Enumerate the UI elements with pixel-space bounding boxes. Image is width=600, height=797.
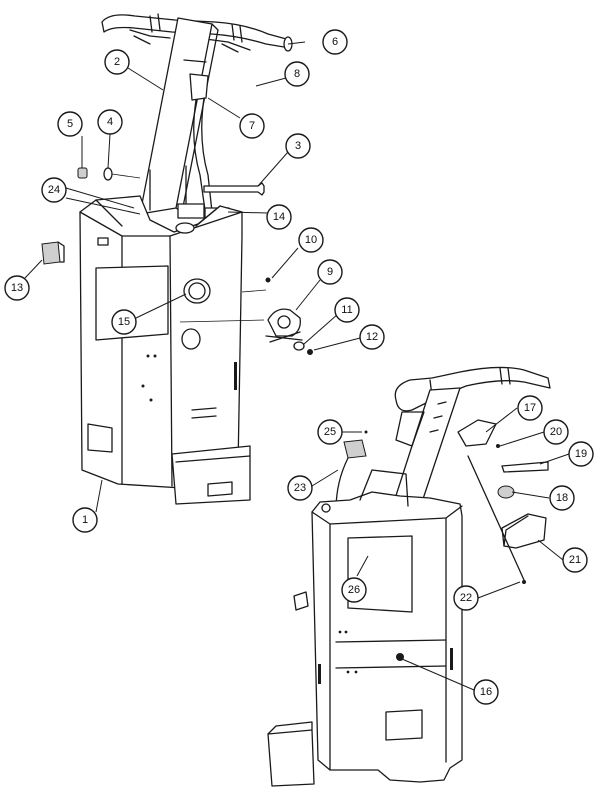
callout-19: 19 <box>568 441 594 467</box>
callout-15: 15 <box>111 309 137 335</box>
callout-17-label: 17 <box>524 402 536 414</box>
callout-18-label: 18 <box>556 492 568 504</box>
callout-10: 10 <box>298 227 324 253</box>
callout-13-label: 13 <box>11 282 23 294</box>
callout-18: 18 <box>549 485 575 511</box>
callout-12-label: 12 <box>366 331 378 343</box>
callout-10-label: 10 <box>305 234 317 246</box>
callout-26-label: 26 <box>348 584 360 596</box>
callout-24: 24 <box>41 177 67 203</box>
callout-1: 1 <box>72 507 98 533</box>
callout-25-label: 25 <box>324 426 336 438</box>
callout-9-label: 9 <box>327 266 333 278</box>
callout-14: 14 <box>266 204 292 230</box>
callout-14-label: 14 <box>273 211 285 223</box>
callout-5-label: 5 <box>67 118 73 130</box>
callout-16: 16 <box>473 679 499 705</box>
washer <box>103 167 113 181</box>
upright-arm <box>139 17 230 223</box>
callout-17: 17 <box>517 395 543 421</box>
callout-7-label: 7 <box>249 120 255 132</box>
callout-26: 26 <box>341 577 367 603</box>
callout-4: 4 <box>97 109 123 135</box>
callout-3: 3 <box>285 133 311 159</box>
callout-1-label: 1 <box>82 514 88 526</box>
lower-assembly <box>267 366 551 787</box>
pin-bolt <box>203 182 265 196</box>
callout-24-label: 24 <box>48 184 60 196</box>
callout-16-label: 16 <box>480 686 492 698</box>
callout-22-label: 22 <box>460 592 472 604</box>
base-column <box>79 195 251 505</box>
upper-assembly <box>41 13 313 505</box>
callout-22: 22 <box>453 585 479 611</box>
leader-lines <box>24 41 570 691</box>
callout-2: 2 <box>104 49 130 75</box>
callout-13: 13 <box>4 275 30 301</box>
pad-small <box>41 241 61 265</box>
callout-23: 23 <box>287 475 313 501</box>
callout-19-label: 19 <box>575 448 587 460</box>
callout-5: 5 <box>57 111 83 137</box>
callout-21-label: 21 <box>569 554 581 566</box>
callout-7: 7 <box>239 113 265 139</box>
callout-2-label: 2 <box>114 56 120 68</box>
callout-15-label: 15 <box>118 316 130 328</box>
callout-9: 9 <box>317 259 343 285</box>
selector-mechanism <box>265 277 313 355</box>
callout-20-label: 20 <box>550 426 562 438</box>
callout-8: 8 <box>284 61 310 87</box>
handlebar-lower <box>394 366 551 412</box>
callout-12: 12 <box>359 324 385 350</box>
callout-3-label: 3 <box>295 140 301 152</box>
nut <box>77 167 88 179</box>
callout-11-label: 11 <box>341 304 352 316</box>
callout-8-label: 8 <box>294 68 300 80</box>
callout-25: 25 <box>317 419 343 445</box>
main-frame <box>267 469 463 787</box>
callout-20: 20 <box>543 419 569 445</box>
callout-21: 21 <box>562 547 588 573</box>
callout-6-label: 6 <box>332 36 338 48</box>
callout-6: 6 <box>322 29 348 55</box>
callout-23-label: 23 <box>294 482 306 494</box>
callout-4-label: 4 <box>107 116 113 128</box>
callout-11: 11 <box>334 297 360 323</box>
